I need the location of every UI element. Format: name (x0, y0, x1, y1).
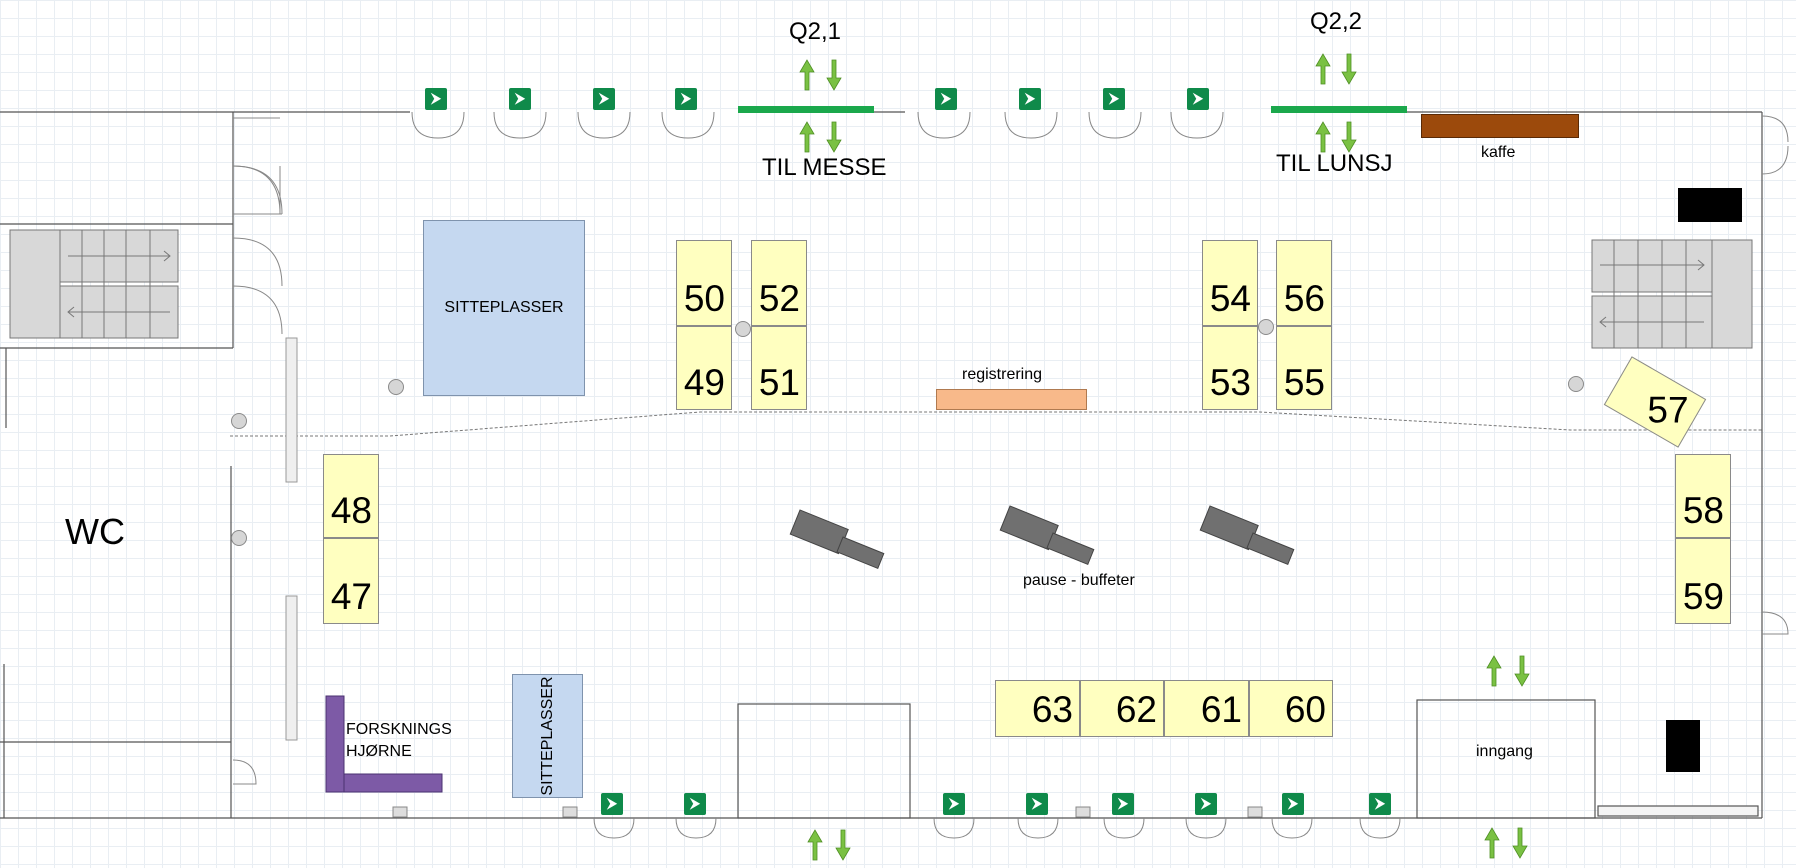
til-lunsj-label: TIL LUNSJ (1276, 150, 1393, 177)
equipment-block (1666, 720, 1700, 772)
emergency-exit-icon: ⮞ (1195, 793, 1217, 815)
pillar-icon (231, 413, 247, 429)
emergency-exit-icon: ⮞ (1019, 88, 1041, 110)
til-messe-label: TIL MESSE (762, 154, 887, 181)
emergency-exit-icon: ⮞ (593, 88, 615, 110)
booth-54: 54 (1202, 240, 1258, 326)
booth-59: 59 (1675, 538, 1731, 624)
emergency-exit-icon: ⮞ (684, 793, 706, 815)
coffee-bar (1421, 114, 1579, 138)
emergency-exit-icon: ⮞ (1112, 793, 1134, 815)
booth-61: 61 (1164, 680, 1249, 737)
seating-label: SITTEPLASSER (444, 299, 564, 316)
emergency-exit-icon: ⮞ (1282, 793, 1304, 815)
emergency-exit-icon: ⮞ (601, 793, 623, 815)
walls (0, 111, 1763, 819)
buffet-stations (789, 505, 1295, 570)
buffet-label: pause - buffeter (1023, 572, 1135, 589)
booth-62: 62 (1080, 680, 1164, 737)
doors (232, 111, 1789, 839)
booth-48: 48 (323, 454, 379, 538)
emergency-exit-icon: ⮞ (675, 88, 697, 110)
seating-area-top: SITTEPLASSER (423, 220, 585, 396)
entrance-label: inngang (1476, 743, 1533, 760)
wc-label: WC (65, 511, 125, 552)
registration-label: registrering (962, 366, 1043, 383)
pillar-icon (388, 379, 404, 395)
equipment-block (1678, 188, 1742, 222)
pillar-icon (1258, 319, 1274, 335)
wall-panels (285, 337, 298, 741)
arrow-up-icon (799, 53, 1502, 861)
barrier-line (230, 411, 1762, 437)
booth-47: 47 (323, 538, 379, 624)
coffee-label: kaffe (1481, 144, 1516, 161)
booth-56: 56 (1276, 240, 1332, 326)
booth-52: 52 (751, 240, 807, 326)
research-corner-label-line2: HJØRNE (346, 743, 412, 760)
booth-63: 63 (995, 680, 1080, 737)
booth-49: 49 (676, 326, 732, 410)
booth-60: 60 (1249, 680, 1333, 737)
research-corner (325, 695, 443, 793)
booth-51: 51 (751, 326, 807, 410)
booth-53: 53 (1202, 326, 1258, 410)
stairs-icon (9, 229, 1753, 349)
emergency-exit-icon: ⮞ (1026, 793, 1048, 815)
emergency-exit-icon: ⮞ (1187, 88, 1209, 110)
emergency-exit-icon: ⮞ (1369, 793, 1391, 815)
exit-bar-messe (738, 106, 874, 113)
pillar-icon (735, 321, 751, 337)
emergency-exit-icon: ⮞ (935, 88, 957, 110)
research-corner-label-line1: FORSKNINGS (346, 721, 452, 738)
emergency-exit-icon: ⮞ (509, 88, 531, 110)
pillar-icon (1568, 376, 1584, 392)
pillar-icon (231, 530, 247, 546)
arrow-down-icon (826, 53, 1530, 861)
booth-50: 50 (676, 240, 732, 326)
exit-bar-lunsj (1271, 106, 1407, 113)
gate-label-q22: Q2,2 (1310, 8, 1363, 35)
registration-desk (936, 389, 1087, 410)
booth-55: 55 (1276, 326, 1332, 410)
booth-58: 58 (1675, 454, 1731, 538)
seating-label: SITTEPLASSER (538, 676, 556, 796)
emergency-exit-icon: ⮞ (1103, 88, 1125, 110)
emergency-exit-icon: ⮞ (425, 88, 447, 110)
seating-area-bottom: SITTEPLASSER (512, 674, 583, 798)
gate-label-q21: Q2,1 (789, 18, 842, 45)
emergency-exit-icon: ⮞ (943, 793, 965, 815)
